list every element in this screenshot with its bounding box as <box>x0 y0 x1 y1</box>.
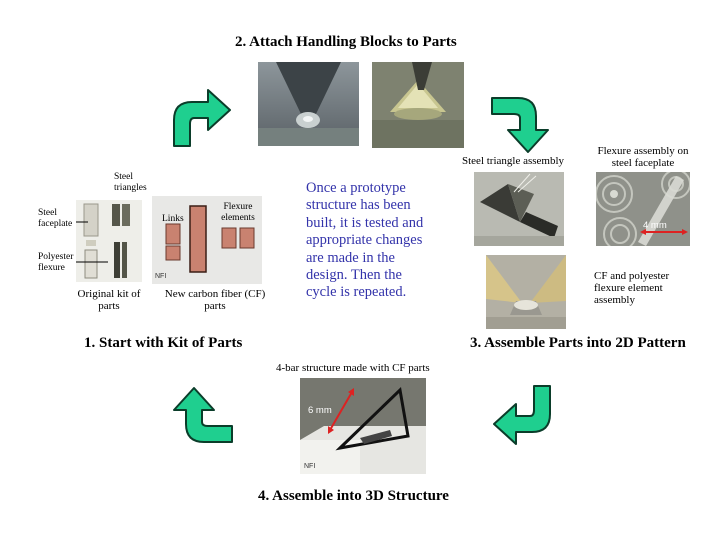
steel-triangles-label: Steel triangles <box>114 172 147 193</box>
handling-block-photo-2 <box>372 62 464 148</box>
steel-triangle-assembly-photo <box>474 172 564 246</box>
cycle-arrow-step1-to-step2 <box>170 86 232 148</box>
cycle-arrow-step2-to-step3 <box>490 94 552 154</box>
four-bar-label: 4-bar structure made with CF parts <box>276 362 430 374</box>
scale-6mm-label: 6 mm <box>308 405 332 416</box>
step-2-title: 2. Attach Handling Blocks to Parts <box>235 34 457 50</box>
nfi-mark-2: NFI <box>304 463 316 470</box>
scale-4mm-label: 4 mm <box>643 220 667 231</box>
handling-block-photo-1 <box>258 62 359 146</box>
cf-parts-caption: New carbon fiber (CF) parts <box>164 288 266 312</box>
nfi-mark-1: NFI <box>155 273 167 280</box>
cycle-arrow-step3-to-step4 <box>492 384 554 448</box>
cf-parts-photo <box>152 196 262 284</box>
steel-triangle-assembly-label: Steel triangle assembly <box>462 155 565 167</box>
steel-faceplate-label: Steel faceplate <box>38 208 73 229</box>
step-1-title: 1. Start with Kit of Parts <box>84 335 243 351</box>
cf-polyester-assembly-photo <box>486 255 566 329</box>
links-label: Links <box>162 214 184 224</box>
cf-polyester-label: CF and polyester flexure element assembl… <box>594 270 670 306</box>
original-kit-photo <box>76 200 142 282</box>
cycle-description: Once a prototype structure has been buil… <box>306 180 424 301</box>
four-bar-structure-photo <box>300 378 426 474</box>
cycle-arrow-step4-to-step1 <box>170 384 234 446</box>
original-kit-caption: Original kit of parts <box>77 288 141 312</box>
step-3-title: 3. Assemble Parts into 2D Pattern <box>470 335 686 351</box>
flexure-assembly-label: Flexure assembly on steel faceplate <box>597 145 689 169</box>
polyester-flexure-label: Polyester flexure <box>38 252 74 273</box>
flexure-assembly-photo <box>596 172 690 246</box>
step-4-title: 4. Assemble into 3D Structure <box>258 488 449 504</box>
flexure-elements-label: Flexure elements <box>221 202 255 223</box>
